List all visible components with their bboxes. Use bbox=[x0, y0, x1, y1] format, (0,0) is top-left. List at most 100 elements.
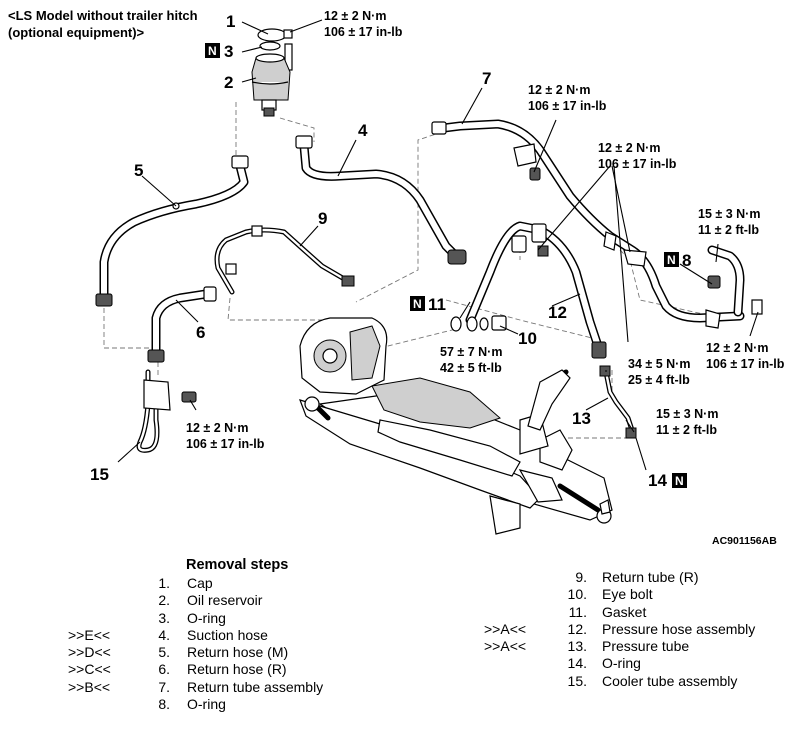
step-number: 11. bbox=[568, 603, 587, 620]
step-number: 3. bbox=[158, 609, 170, 626]
service-point-code: >>C<< bbox=[68, 661, 111, 678]
step-part-name: Cooler tube assembly bbox=[602, 672, 738, 689]
step-number: 5. bbox=[158, 644, 170, 661]
svg-text:15 ± 3 N·m: 15 ± 3 N·m bbox=[656, 407, 718, 421]
eye-bolt-group bbox=[450, 315, 507, 332]
figure-code: AC901156AB bbox=[712, 535, 777, 547]
gasket-11a bbox=[450, 316, 462, 332]
callout-15: 15 bbox=[90, 465, 109, 484]
callout-2: 2 bbox=[224, 73, 233, 92]
return-tube-assembly-7 bbox=[431, 119, 745, 329]
svg-text:15 ± 3 N·m: 15 ± 3 N·m bbox=[698, 207, 760, 221]
cap-bolt bbox=[283, 29, 293, 39]
eye-bolt-10 bbox=[491, 315, 507, 331]
torque-return-tube: 12 ± 2 N·m 106 ± 17 in-lb bbox=[528, 83, 607, 113]
n-marker-11 bbox=[410, 296, 425, 311]
callout-14: 14 bbox=[648, 471, 667, 490]
svg-text:106 ± 17 in-lb: 106 ± 17 in-lb bbox=[706, 357, 785, 371]
callout-7: 7 bbox=[482, 69, 491, 88]
svg-text:106 ± 17 in-lb: 106 ± 17 in-lb bbox=[186, 437, 265, 451]
step-number: 4. bbox=[158, 626, 170, 643]
service-point-code: >>D<< bbox=[68, 644, 111, 661]
step-part-name: Pressure hose assembly bbox=[602, 620, 756, 637]
step-part-name: Pressure tube bbox=[602, 638, 690, 655]
callout-8: 8 bbox=[682, 251, 691, 270]
n-marker-14 bbox=[672, 473, 687, 488]
svg-text:12 ± 2 N·m: 12 ± 2 N·m bbox=[186, 421, 248, 435]
step-number: 13. bbox=[567, 638, 587, 655]
torque-flare-upper: 15 ± 3 N·m 11 ± 2 ft-lb bbox=[698, 207, 760, 237]
callout-4: 4 bbox=[358, 121, 368, 140]
pressure-hose-assembly-12 bbox=[465, 221, 607, 359]
torque-eye-bolt: 57 ± 7 N·m 42 ± 5 ft-lb bbox=[440, 345, 502, 375]
callout-5: 5 bbox=[134, 161, 143, 180]
torque-cooler-left: 12 ± 2 N·m 106 ± 17 in-lb bbox=[186, 421, 265, 451]
n-marker-8 bbox=[664, 252, 679, 267]
callout-13: 13 bbox=[572, 409, 591, 428]
step-part-name: O-ring bbox=[187, 609, 226, 626]
gasket-11b bbox=[466, 316, 478, 332]
callout-12: 12 bbox=[548, 303, 567, 322]
svg-text:12 ± 2 N·m: 12 ± 2 N·m bbox=[706, 341, 768, 355]
removal-steps-title: Removal steps bbox=[186, 557, 289, 573]
step-number: 2. bbox=[158, 592, 170, 609]
torque-cooler-right: 12 ± 2 N·m 106 ± 17 in-lb bbox=[706, 341, 785, 371]
svg-text:106 ± 17 in-lb: 106 ± 17 in-lb bbox=[598, 157, 677, 171]
n-marker-14-letter: N bbox=[675, 474, 684, 488]
svg-text:12 ± 2 N·m: 12 ± 2 N·m bbox=[598, 141, 660, 155]
torque-clamp-upper: 12 ± 2 N·m 106 ± 17 in-lb bbox=[598, 141, 677, 171]
return-hose-r-6 bbox=[147, 286, 217, 363]
step-number: 6. bbox=[158, 661, 170, 678]
callout-3: 3 bbox=[224, 42, 233, 61]
oil-reservoir-group bbox=[251, 28, 293, 117]
o-ring-reservoir bbox=[259, 41, 281, 51]
service-point-code: >>A<< bbox=[484, 620, 527, 637]
cooler-tube-assembly-15 bbox=[136, 369, 197, 453]
step-number: 10. bbox=[567, 586, 587, 603]
step-part-name: Return hose (M) bbox=[187, 644, 289, 661]
svg-text:25 ± 4 ft-lb: 25 ± 4 ft-lb bbox=[628, 373, 690, 387]
callout-11: 11 bbox=[428, 295, 446, 314]
step-number: 9. bbox=[575, 569, 587, 585]
service-point-code: >>A<< bbox=[484, 638, 527, 655]
model-note-line1: <LS Model without trailer hitch bbox=[8, 8, 198, 23]
svg-text:12 ± 2 N·m: 12 ± 2 N·m bbox=[528, 83, 590, 97]
svg-text:34 ± 5 N·m: 34 ± 5 N·m bbox=[628, 357, 690, 371]
torque-flare-lower: 15 ± 3 N·m 11 ± 2 ft-lb bbox=[656, 407, 718, 437]
step-part-name: Oil reservoir bbox=[187, 592, 263, 609]
svg-text:11 ± 2 ft-lb: 11 ± 2 ft-lb bbox=[698, 223, 759, 237]
step-number: 1. bbox=[158, 575, 170, 591]
svg-text:106 ± 17 in-lb: 106 ± 17 in-lb bbox=[324, 25, 403, 39]
step-part-name: O-ring bbox=[187, 696, 226, 713]
n-marker-11-letter: N bbox=[413, 297, 422, 311]
step-number: 14. bbox=[567, 655, 587, 672]
service-point-code: >>B<< bbox=[68, 678, 111, 695]
svg-text:11 ± 2 ft-lb: 11 ± 2 ft-lb bbox=[656, 423, 717, 437]
step-part-name: Suction hose bbox=[187, 626, 268, 643]
return-tube-9 bbox=[214, 225, 355, 295]
step-number: 12. bbox=[567, 620, 587, 637]
svg-text:42 ± 5 ft-lb: 42 ± 5 ft-lb bbox=[440, 361, 502, 375]
n-marker-3 bbox=[205, 43, 220, 58]
pressure-tube-13 bbox=[599, 365, 637, 439]
cooler-tube-right bbox=[707, 245, 763, 317]
step-part-name: Return tube (R) bbox=[602, 569, 699, 585]
step-number: 7. bbox=[158, 678, 170, 695]
step-part-name: Eye bolt bbox=[602, 586, 653, 603]
service-point-code: >>E<< bbox=[68, 626, 111, 643]
svg-text:12 ± 2 N·m: 12 ± 2 N·m bbox=[324, 9, 386, 23]
suction-hose-4 bbox=[295, 135, 467, 265]
step-number: 15. bbox=[567, 672, 587, 689]
step-part-name: Gasket bbox=[602, 603, 647, 620]
n-marker-8-letter: N bbox=[667, 253, 676, 267]
svg-text:106 ± 17 in-lb: 106 ± 17 in-lb bbox=[528, 99, 607, 113]
svg-text:57 ± 7 N·m: 57 ± 7 N·m bbox=[440, 345, 502, 359]
callout-10: 10 bbox=[518, 329, 537, 348]
leader-lines bbox=[117, 19, 759, 471]
steering-gear-assembly bbox=[299, 317, 613, 535]
model-note-line2: (optional equipment)> bbox=[8, 25, 145, 40]
torque-cap: 12 ± 2 N·m 106 ± 17 in-lb bbox=[324, 9, 403, 39]
step-part-name: O-ring bbox=[602, 655, 641, 672]
